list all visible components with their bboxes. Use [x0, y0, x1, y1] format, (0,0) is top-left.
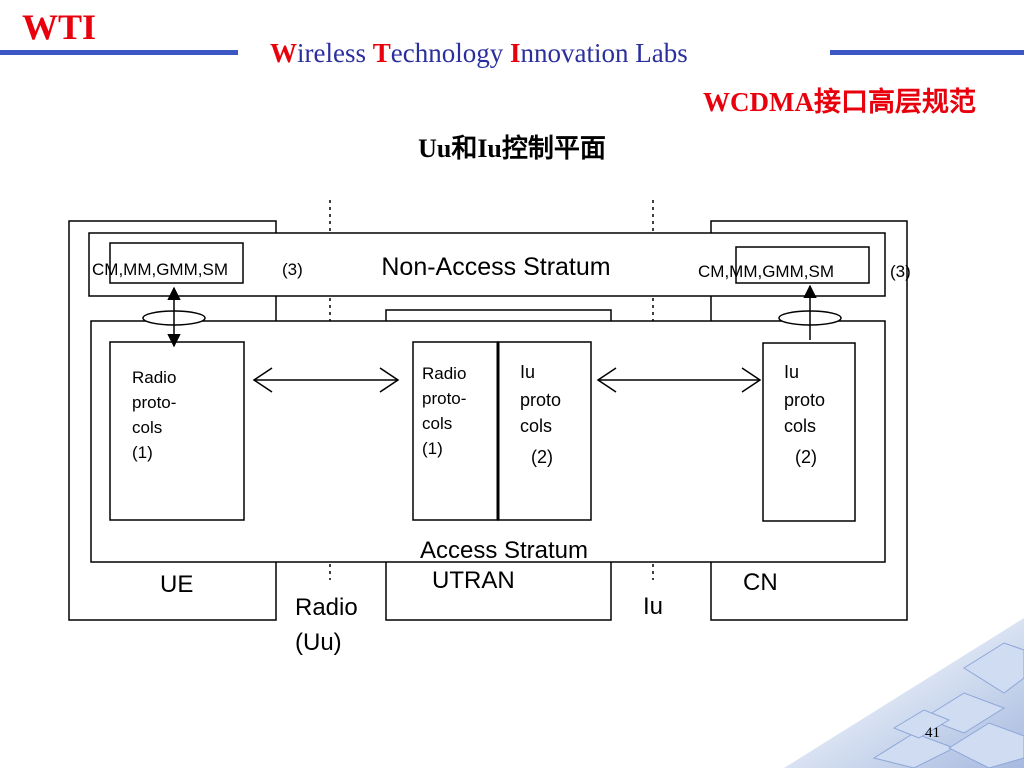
cn-iu-protocols-label: Iu proto cols (2) [784, 362, 825, 467]
ue-radio-protocols-label: Radio proto- cols (1) [132, 368, 176, 462]
cn-nas-protocol-box [735, 246, 870, 284]
corner-decoration [784, 618, 1024, 768]
utran-iu-line-1: Iu [520, 362, 535, 382]
cn-nas-protocols-label: CM,MM,GMM,SM [698, 262, 834, 281]
utran-radio-line-2: proto- [422, 389, 466, 408]
lab-name-word-3: nnovation Labs [520, 38, 688, 68]
ue-radio-line-1: Radio [132, 368, 176, 387]
ue-radio-line-4: (1) [132, 443, 153, 462]
utran-node-label: UTRAN [432, 567, 515, 594]
utran-iu-line-4: (2) [531, 447, 553, 467]
cn-iu-line-4: (2) [795, 447, 817, 467]
lab-name: Wireless Technology Innovation Labs [270, 38, 688, 69]
lab-name-word-2: echnology [390, 38, 510, 68]
utran-iu-protocols-box [497, 341, 592, 521]
non-access-stratum-label: Non-Access Stratum [381, 253, 610, 281]
cn-node-label: CN [743, 569, 778, 596]
lab-name-word-1: ireless [297, 38, 373, 68]
cn-iu-line-1: Iu [784, 362, 799, 382]
header-rule-left [0, 50, 238, 55]
utran-iu-line-3: cols [520, 416, 552, 436]
lab-name-cap-w: W [270, 38, 297, 68]
ue-nas-protocols-label: CM,MM,GMM,SM [92, 260, 228, 279]
iu-interface-label: Iu [643, 593, 663, 620]
cn-iu-protocols-box [762, 342, 856, 522]
utran-radio-line-3: cols [422, 414, 452, 433]
wti-logo: WTI [22, 7, 97, 47]
lab-name-cap-i: I [509, 38, 521, 68]
header-rule-right [830, 50, 1024, 55]
ue-radio-protocols-box [109, 341, 245, 521]
utran-iu-line-2: proto [520, 390, 561, 410]
utran-radio-protocols-box [412, 341, 499, 521]
slide-number: 41 [925, 725, 940, 741]
ue-node-label: UE [160, 571, 193, 598]
access-stratum-label: Access Stratum [420, 537, 588, 564]
slide-subtitle: WCDMA接口高层规范 [703, 87, 976, 117]
page-title: Uu和Iu控制平面 [418, 134, 606, 163]
lab-name-cap-t: T [372, 38, 391, 68]
cn-nas-ref-label: (3) [890, 262, 911, 281]
utran-iu-protocols-label: Iu proto cols (2) [520, 362, 561, 467]
utran-radio-line-1: Radio [422, 364, 466, 383]
ue-nas-ref-label: (3) [282, 260, 303, 279]
iu-peer-arrow [596, 367, 762, 393]
utran-radio-line-4: (1) [422, 439, 443, 458]
ue-nas-protocol-box [109, 242, 244, 284]
uu-peer-arrow [252, 367, 400, 393]
radio-interface-label-line-1: Radio [295, 594, 358, 621]
utran-radio-protocols-label: Radio proto- cols (1) [422, 364, 466, 458]
ue-radio-line-2: proto- [132, 393, 176, 412]
ue-radio-line-3: cols [132, 418, 162, 437]
cn-iu-line-3: cols [784, 416, 816, 436]
radio-interface-label-line-2: (Uu) [295, 629, 342, 656]
cn-iu-line-2: proto [784, 390, 825, 410]
